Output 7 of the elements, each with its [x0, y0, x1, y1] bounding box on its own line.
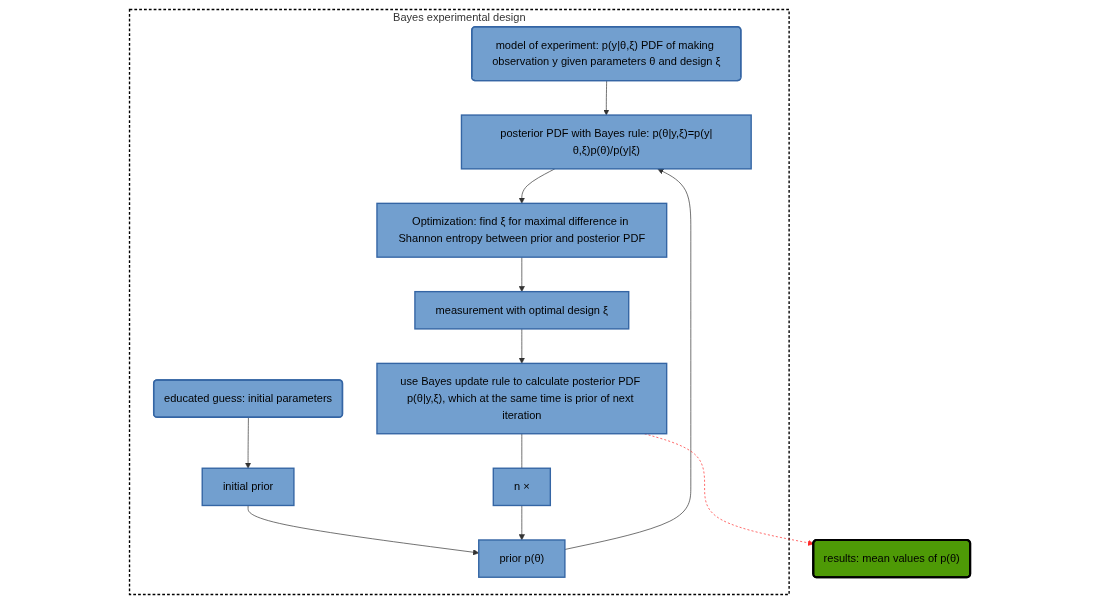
node-box: posterior PDF with Bayes rule: p(θ|y,ξ)=p(y|θ,ξ)p(θ)/p(y|ξ) [460, 114, 752, 170]
node-box: initial prior [201, 467, 295, 507]
node-box: use Bayes update rule to calculate posterior PDF p(θ|y,ξ), which at the same time is prior of next iteration [375, 362, 668, 435]
node-box: n × [492, 467, 551, 507]
node-box: Optimization: find ξ for maximal difference in Shannon entropy between prior and posterior PDF [375, 202, 668, 258]
node-box: prior p(θ) [477, 539, 566, 578]
node-box: measurement with optimal design ξ [413, 290, 630, 330]
